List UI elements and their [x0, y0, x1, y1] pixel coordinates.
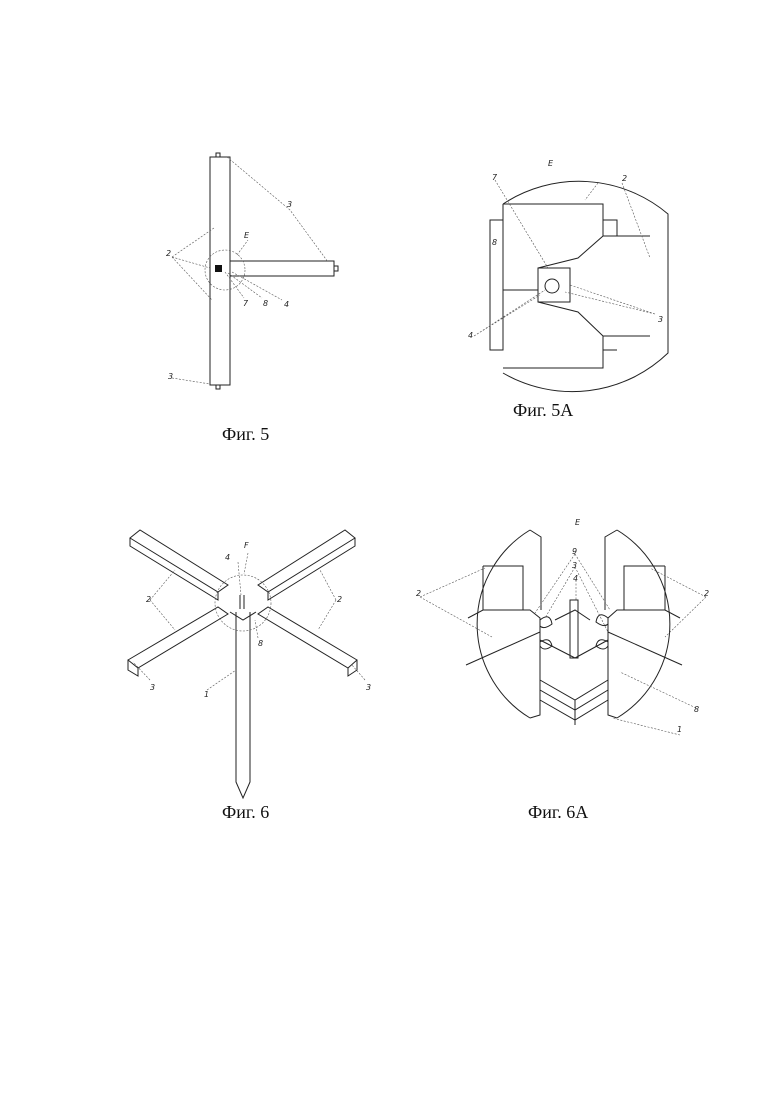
label-e: E: [548, 159, 554, 168]
label-2: 2: [704, 589, 709, 598]
label-e: E: [244, 231, 250, 240]
detail-circle-f: [215, 575, 271, 631]
label-3: 3: [168, 372, 173, 381]
node-block: [215, 265, 222, 272]
caption-fig-5: Фиг. 5: [222, 424, 269, 444]
hooks: [540, 615, 608, 649]
label-4: 4: [573, 574, 578, 583]
detail-outline: [503, 181, 668, 391]
label-4: 4: [468, 331, 473, 340]
label-8: 8: [694, 705, 699, 714]
post: [236, 612, 250, 798]
label-2: 2: [622, 174, 627, 183]
caption-fig-6a: Фиг. 6А: [528, 802, 588, 822]
label-7: 7: [243, 299, 249, 308]
label-4: 4: [284, 300, 289, 309]
label-e: E: [575, 518, 581, 527]
label-3: 3: [366, 683, 371, 692]
caption-fig-6: Фиг. 6: [222, 802, 269, 822]
label-9: 9: [572, 547, 577, 556]
beam-lower-right: [258, 607, 357, 676]
label-8: 8: [492, 238, 497, 247]
label-3: 3: [150, 683, 155, 692]
beam-upper-left: [130, 530, 228, 600]
label-2: 2: [416, 589, 421, 598]
rod-bundle: [545, 279, 559, 293]
detail-outline: [477, 530, 670, 718]
label-2: 2: [337, 595, 342, 604]
loop-ends: [216, 153, 338, 389]
label-7: 7: [492, 173, 498, 182]
label-2: 2: [146, 595, 151, 604]
rod-bundle: [570, 600, 578, 658]
figure-5a: E 7 2 8 3 4 Фиг. 5А: [468, 159, 668, 420]
label-f: F: [244, 541, 249, 550]
beam-lower-left: [128, 607, 228, 676]
label-2: 2: [166, 249, 171, 258]
figure-6: F 4 2 2 3 3 1 8 Фиг. 6: [128, 530, 371, 822]
figure-5: 2 3 3 E 7 8 4 Фиг. 5: [166, 153, 338, 444]
label-1: 1: [677, 725, 682, 734]
label-1: 1: [204, 690, 209, 699]
label-3: 3: [572, 561, 577, 570]
detail-circle-e: [205, 250, 245, 290]
label-4: 4: [225, 553, 230, 562]
node-block: [538, 268, 570, 302]
label-8: 8: [263, 299, 268, 308]
horizontal-beam: [230, 261, 334, 276]
label-8: 8: [258, 639, 263, 648]
figure-6a: E 9 3 4 2 2 8 1 Фиг. 6А: [416, 518, 709, 822]
label-3: 3: [658, 315, 663, 324]
beam-upper-right: [258, 530, 355, 600]
caption-fig-5a: Фиг. 5А: [513, 400, 573, 420]
label-3: 3: [287, 200, 292, 209]
